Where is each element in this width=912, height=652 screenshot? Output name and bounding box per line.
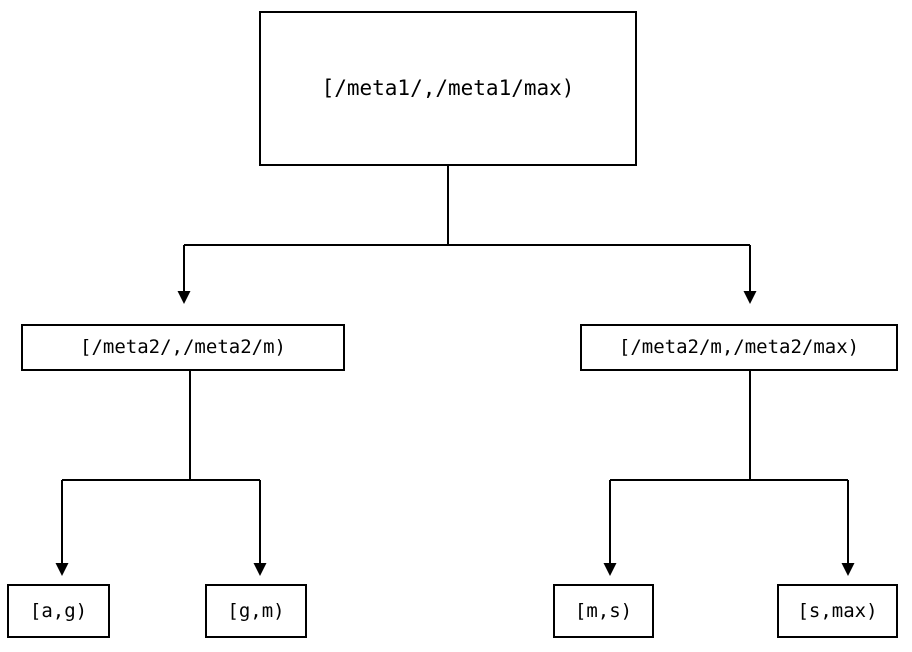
edge-mid-left-to-leaves: [61, 371, 261, 563]
tree-node-leaf-1-label: [a,g): [29, 599, 88, 622]
tree-node-root[interactable]: [/meta1/,/meta1/max): [259, 11, 637, 166]
tree-node-root-label: [/meta1/,/meta1/max): [321, 76, 575, 100]
tree-node-mid-left[interactable]: [/meta2/,/meta2/m): [21, 324, 345, 371]
tree-node-leaf-4-label: [s,max): [797, 599, 878, 622]
arrowhead-mid-right-to-leaf-4: [841, 563, 855, 576]
arrowhead-mid-right-to-leaf-3: [603, 563, 617, 576]
arrowhead-root-to-mid-right: [743, 291, 757, 304]
tree-node-leaf-3[interactable]: [m,s): [553, 584, 654, 638]
tree-node-mid-left-label: [/meta2/,/meta2/m): [80, 336, 286, 358]
arrowhead-mid-left-to-leaf-1: [55, 563, 69, 576]
arrowhead-root-to-mid-left: [177, 291, 191, 304]
arrowhead-mid-left-to-leaf-2: [253, 563, 267, 576]
tree-node-leaf-3-label: [m,s): [574, 599, 633, 622]
edge-mid-right-to-leaves: [609, 371, 849, 563]
tree-node-leaf-2[interactable]: [g,m): [205, 584, 307, 638]
tree-node-leaf-4[interactable]: [s,max): [777, 584, 898, 638]
tree-node-leaf-1[interactable]: [a,g): [7, 584, 110, 638]
tree-node-mid-right-label: [/meta2/m,/meta2/max): [618, 336, 860, 358]
tree-node-leaf-2-label: [g,m): [227, 599, 285, 622]
edge-root-to-mid-left: [183, 166, 751, 291]
tree-node-mid-right[interactable]: [/meta2/m,/meta2/max): [580, 324, 898, 371]
